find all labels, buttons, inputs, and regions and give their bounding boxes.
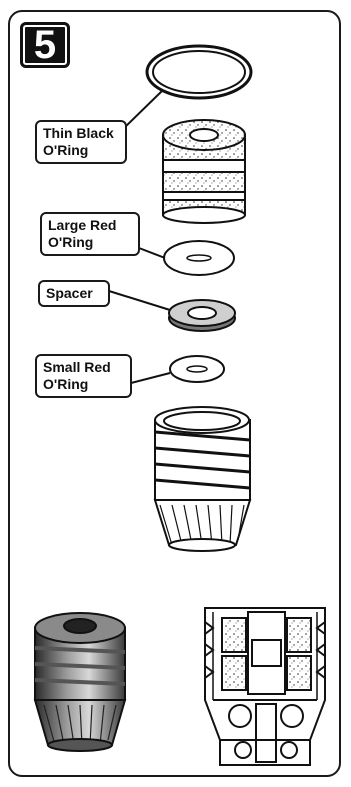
leader-small-red (130, 372, 171, 384)
label-small-red-oring: Small Red O'Ring (35, 354, 132, 398)
small-red-oring (169, 355, 225, 383)
spacer-part (168, 299, 236, 332)
label-thin-black-oring: Thin Black O'Ring (35, 120, 127, 164)
leader-thin-black (121, 89, 164, 131)
label-spacer: Spacer (38, 280, 110, 307)
assembled-housing (33, 612, 127, 752)
large-red-oring (163, 240, 235, 276)
thin-black-oring (145, 44, 253, 100)
cross-section-view (204, 607, 326, 766)
filter-cartridge (162, 119, 246, 224)
step-number-badge: 5 (20, 22, 70, 68)
leader-spacer (108, 290, 171, 311)
label-large-red-oring: Large Red O'Ring (40, 212, 140, 256)
leader-large-red (138, 247, 166, 259)
housing-threaded (153, 406, 252, 552)
